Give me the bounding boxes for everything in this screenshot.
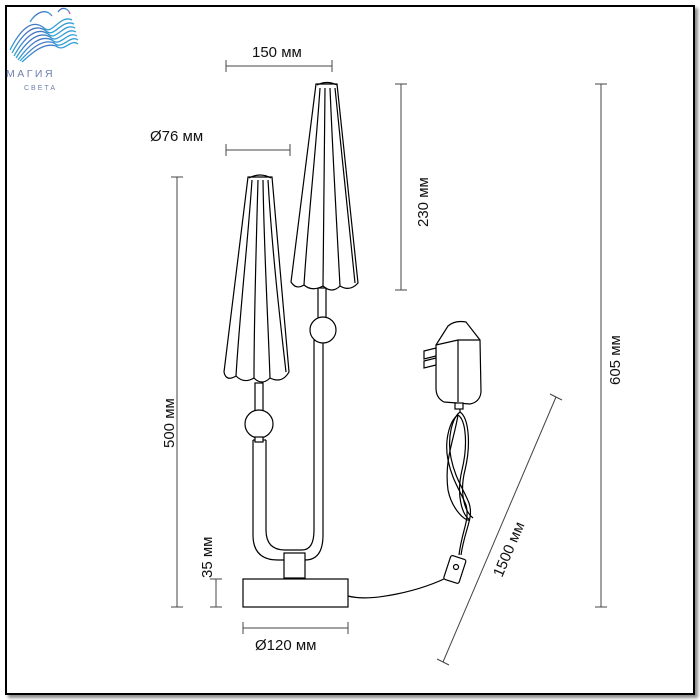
dimension-top-width: 150 мм [225, 44, 333, 72]
label-lamp-height: 500 мм [161, 398, 178, 448]
label-total-height: 605 мм [607, 335, 624, 385]
label-base-diameter: Ø120 мм [255, 637, 317, 654]
logo-subtitle: СВЕТА [24, 85, 57, 92]
left-ball-joint [244, 382, 274, 443]
right-lamp-shade [290, 81, 359, 291]
right-ball-joint [309, 287, 337, 344]
dimension-total-height: 605 мм [595, 83, 624, 608]
dimension-cord-length: 1500 мм [436, 393, 563, 666]
dimension-shade-height: 230 мм [395, 83, 432, 291]
logo-wave-icon [9, 7, 79, 63]
dimension-lamp-height: 500 мм [161, 176, 183, 608]
power-adapter-icon [423, 320, 482, 410]
dimension-base-height: 35 мм [199, 537, 222, 608]
coiled-cord [446, 400, 474, 556]
left-lamp-shade [223, 174, 290, 383]
label-shade-height: 230 мм [415, 177, 432, 227]
dimension-base-diameter: Ø120 мм [242, 622, 349, 654]
inline-switch [443, 555, 467, 584]
dimension-shade-diameter: Ø76 мм [150, 128, 291, 156]
label-top-width: 150 мм [252, 44, 302, 61]
power-cord [347, 574, 453, 599]
label-shade-diameter: Ø76 мм [150, 128, 203, 145]
stem-connector [283, 552, 306, 579]
lamp-base [242, 578, 349, 608]
drawing-frame [5, 5, 695, 695]
lamp-stem [252, 339, 324, 579]
logo-name: МАГИЯ [6, 68, 55, 80]
label-base-height: 35 мм [199, 537, 216, 578]
label-cord-length: 1500 мм [490, 519, 528, 579]
brand-logo: МАГИЯ СВЕТА [6, 7, 79, 92]
